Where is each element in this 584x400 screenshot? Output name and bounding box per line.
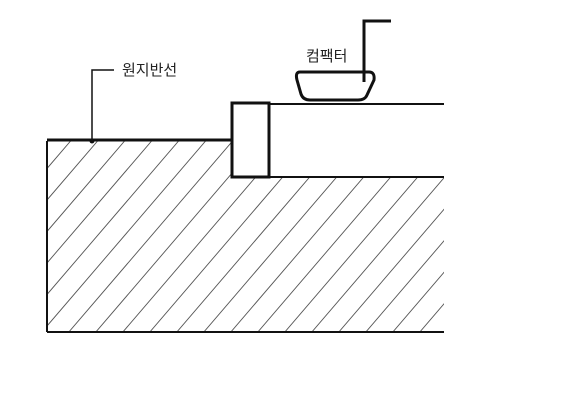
compactor-plate: [294, 70, 376, 102]
hatch-line: [412, 141, 444, 332]
ground-line-leader: [91, 69, 114, 141]
compactor-handle: [362, 19, 391, 82]
step-block: [230, 101, 271, 179]
hatch-line: [575, 60, 584, 340]
hatch-line: [494, 60, 584, 340]
hatch-line: [142, 141, 384, 332]
original-ground-line-label: 원지반선: [122, 61, 177, 79]
hatch-line: [304, 141, 444, 332]
hatch-line: [548, 60, 584, 340]
hatch-line: [47, 141, 195, 332]
hatch-line: [61, 141, 303, 332]
hatch-line: [385, 141, 444, 332]
hatch-line: [439, 141, 444, 332]
hatch-line: [196, 141, 438, 332]
ground-line-leader-dot: [89, 138, 95, 144]
hatch-line: [331, 141, 444, 332]
hatch-line: [521, 60, 584, 340]
hatch-line: [277, 141, 444, 332]
hatch-line: [467, 60, 584, 340]
hatch-line: [223, 141, 444, 332]
hatch-line: [47, 141, 249, 332]
hatch-line: [47, 141, 222, 332]
hatch-line: [88, 141, 330, 332]
soil-outline: [46, 141, 444, 333]
hatch-line: [358, 141, 444, 332]
hatch-line: [47, 141, 276, 332]
compactor-label: 컴팩터: [306, 47, 347, 65]
hatch-line: [47, 141, 141, 332]
hatch-line: [47, 141, 168, 332]
hatch-line: [250, 141, 444, 332]
soil-hatch: [47, 60, 584, 340]
hatch-line: [169, 141, 411, 332]
hatch-line: [115, 141, 357, 332]
